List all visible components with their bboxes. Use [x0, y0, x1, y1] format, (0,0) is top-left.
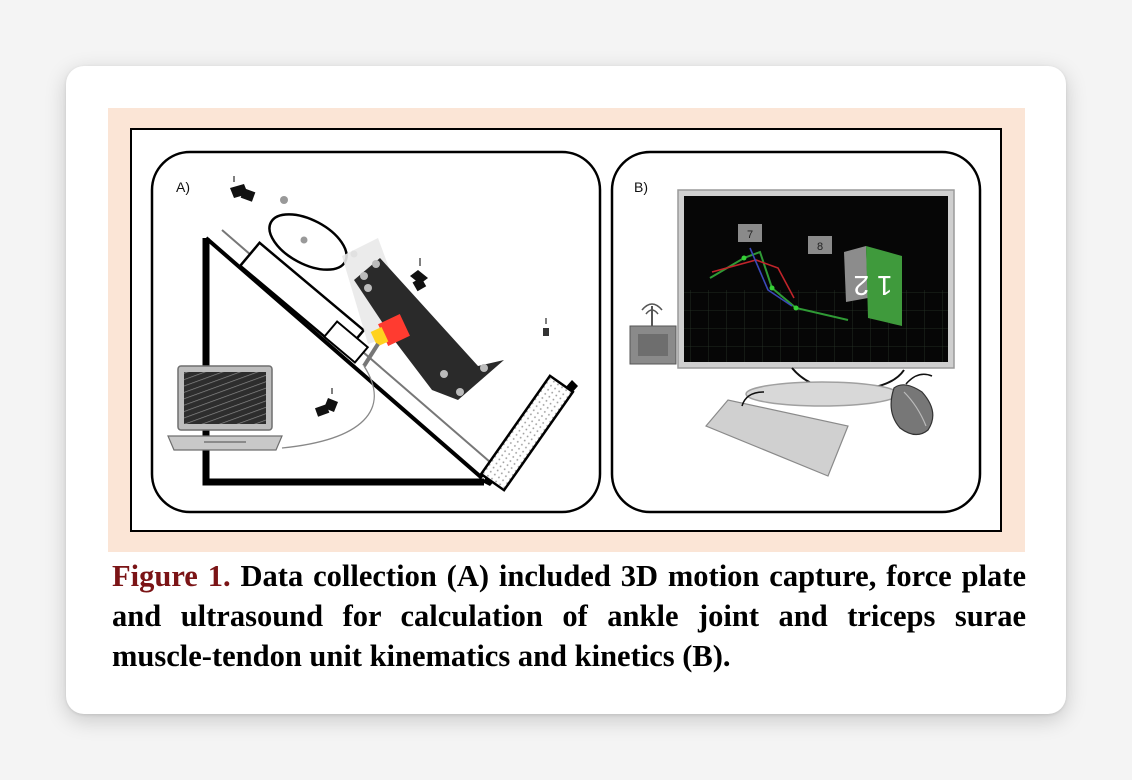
digit-card-green: [866, 246, 902, 326]
figure-illustration: A): [150, 150, 982, 514]
laptop-icon: [167, 365, 283, 451]
figure-card: A): [66, 66, 1066, 714]
camera-icon: [543, 318, 549, 336]
figure-image: A): [130, 128, 1002, 532]
marker: [440, 370, 448, 378]
incline-board: [204, 236, 484, 480]
panel-b-label: B): [634, 179, 648, 195]
marker: [280, 196, 288, 204]
thigh-brace: [322, 320, 370, 364]
panel-a: A): [150, 150, 602, 514]
marker: [360, 272, 368, 280]
figure-caption-lead: Figure 1.: [112, 559, 231, 593]
figure-caption: Figure 1. Data collection (A) included 3…: [112, 556, 1026, 676]
camera-icon: [410, 258, 428, 292]
marker: [456, 388, 464, 396]
marker: [769, 285, 775, 291]
mouse-cable: [905, 373, 933, 385]
camera-icon: [314, 388, 338, 417]
marker-card-8: 8: [808, 236, 832, 254]
ultrasound-probe: [370, 314, 410, 347]
keyboard-icon: [705, 399, 849, 477]
marker: [480, 364, 488, 372]
marker-label: 7: [747, 229, 753, 241]
calf-plate: [354, 258, 504, 400]
segment-line: [749, 247, 793, 307]
panel-a-label: A): [176, 179, 190, 195]
probe-handle: [362, 342, 380, 368]
figure-caption-body: Data collection (A) included 3D motion c…: [112, 559, 1026, 673]
probe-cable: [281, 365, 375, 449]
segment-line: [711, 259, 795, 299]
segment-line: [709, 250, 849, 321]
monitor-stand: [745, 381, 899, 407]
camera-icon: [629, 303, 677, 365]
marker: [372, 260, 380, 268]
marker-label: 8: [817, 241, 823, 253]
marker: [741, 255, 747, 261]
panel-b: B) 7 8: [610, 150, 982, 514]
triangle-frame: [202, 238, 484, 486]
marker: [364, 284, 372, 292]
digit-card-grey: [844, 246, 868, 302]
marker: [793, 305, 799, 311]
keyboard-cable: [741, 391, 765, 407]
mouse-icon: [890, 384, 934, 436]
card-digits: 1 2: [854, 270, 893, 301]
mouse-seam: [903, 391, 927, 427]
floor-grid: [684, 290, 948, 362]
foot-platform: [479, 374, 575, 492]
marker: [300, 236, 308, 244]
marker-card-7: 7: [738, 224, 762, 242]
camera-icon: [230, 176, 256, 202]
figure-background: A): [108, 108, 1025, 552]
